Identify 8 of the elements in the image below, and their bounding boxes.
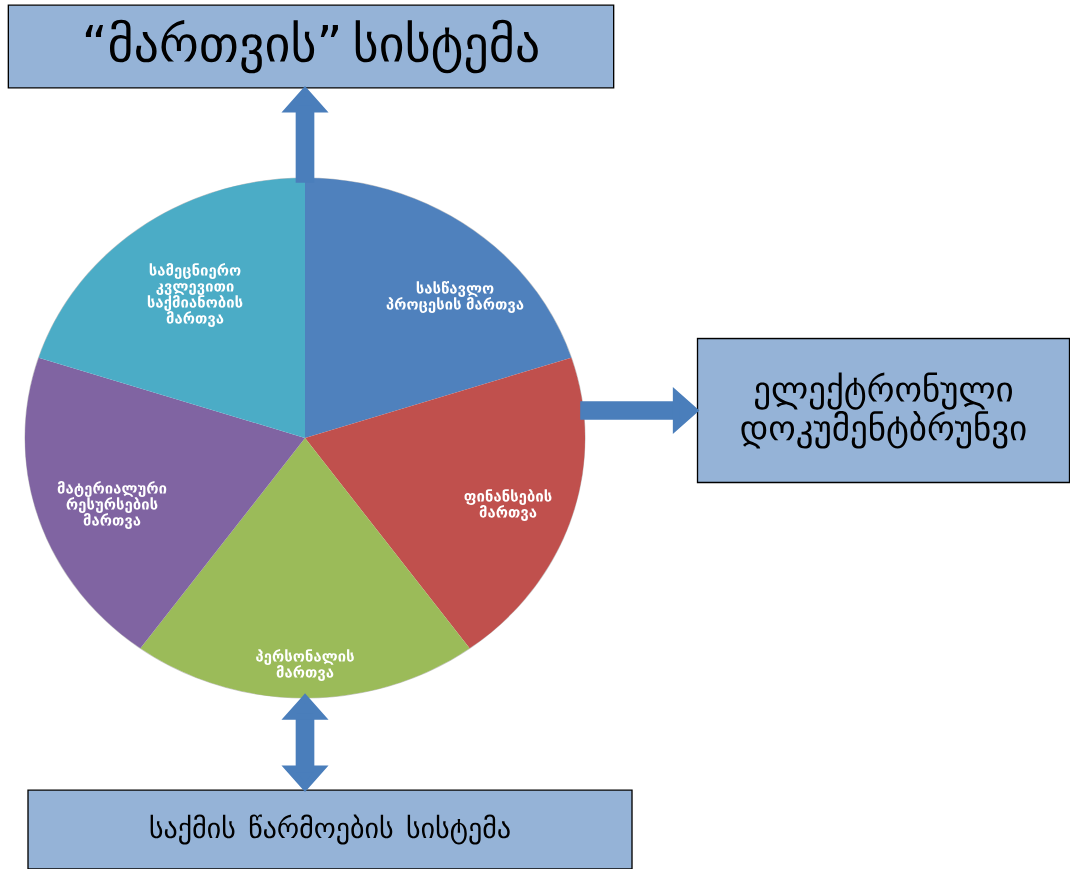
pie-slice: ფინანსების მართვა xyxy=(305,357,586,649)
pie-slice: სამეცნიერო კვლევითი საქმიანობის მართვა xyxy=(38,178,305,438)
pie-chart xyxy=(24,177,586,699)
pie-slice: მატერიალური რესურსების მართვა xyxy=(25,357,305,649)
text-box: საქმის წარმოების სისტემა xyxy=(27,789,633,869)
pie-slice: სასწავლო პროცესის მართვა xyxy=(305,178,572,438)
text-box: ელექტრონული დოკუმენტბრუნვი xyxy=(696,337,1070,484)
text-box: “მართვის” სისტემა xyxy=(7,4,615,89)
